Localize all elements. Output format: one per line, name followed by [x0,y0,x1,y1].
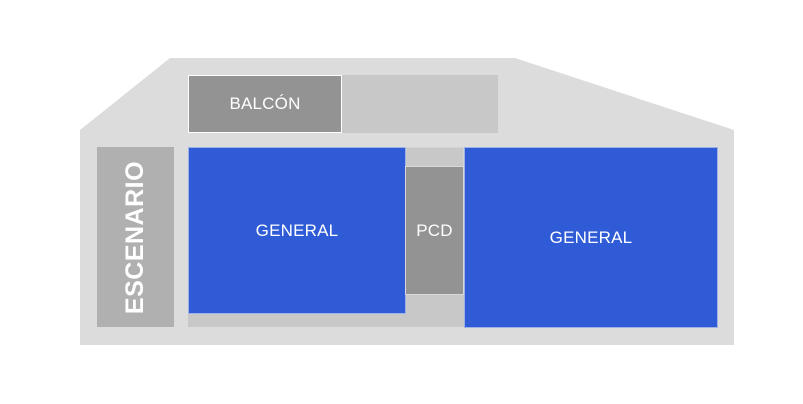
zone-balcony-unassigned-area [342,75,498,133]
zone-stage: ESCENARIO [97,147,174,327]
zone-stage-label: ESCENARIO [121,160,150,314]
zone-general-right[interactable]: GENERAL [464,147,718,328]
zone-pcd[interactable]: PCD [405,166,464,295]
aisle-top [405,147,464,167]
zone-general-left[interactable]: GENERAL [188,147,406,314]
zone-general-right-label: GENERAL [549,227,633,247]
zone-general-left-label: GENERAL [255,220,339,240]
zone-balcony-label: BALCÓN [229,94,301,113]
zone-balcony[interactable]: BALCÓN [188,75,342,133]
zone-pcd-label: PCD [416,220,453,240]
